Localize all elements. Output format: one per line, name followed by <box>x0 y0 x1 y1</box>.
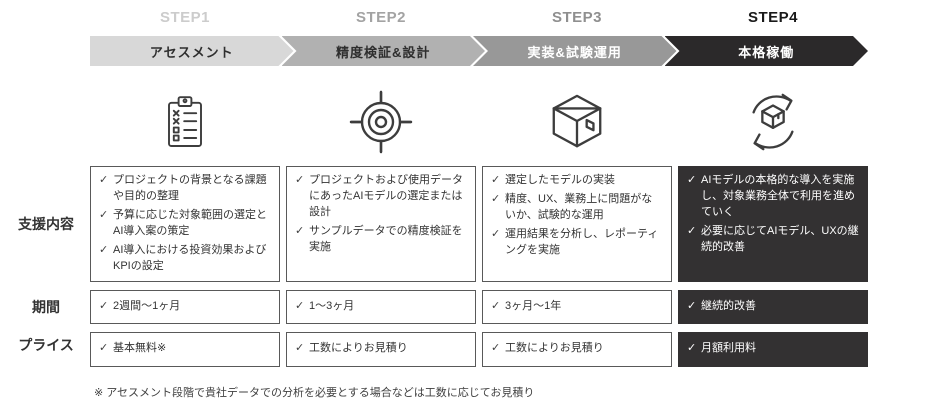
check-icon: ✓ <box>295 174 305 186</box>
chevron-step1: アセスメント <box>90 36 294 66</box>
step-label-1: STEP1 <box>159 8 211 26</box>
price-box-step1: ✓基本無料※ <box>90 331 280 367</box>
support-item: ✓選定したモデルの実装 <box>491 173 663 189</box>
price-box-step4: ✓月額利用料 <box>678 331 868 367</box>
process-table: STEP1 STEP2 STEP3 STEP4 アセスメント 精度検証&設計 実… <box>0 4 868 400</box>
chevron-label: アセスメント <box>149 44 234 60</box>
period-item: ✓2週間～1ヶ月 <box>99 299 180 315</box>
check-icon: ✓ <box>687 174 697 186</box>
period-item: ✓1～3ヶ月 <box>295 299 354 315</box>
period-box-step4: ✓継続的改善 <box>678 289 868 324</box>
chevron-step4: 本格稼働 <box>665 36 869 66</box>
chevron-step2: 精度検証&設計 <box>282 36 486 66</box>
support-item: ✓プロジェクトの背景となる課題や目的の整理 <box>99 173 271 205</box>
row-label-price: プライス <box>18 337 74 354</box>
icon-cell-step1 <box>90 78 280 166</box>
check-icon: ✓ <box>687 299 697 312</box>
spacer <box>0 367 84 400</box>
row-label-period: 期間 <box>32 298 60 315</box>
price-box-step2: ✓工数によりお見積り <box>286 331 476 367</box>
price-item: ✓月額利用料 <box>687 341 756 357</box>
row-label-support: 支援内容 <box>18 215 74 232</box>
icon-cell-step2 <box>286 78 476 166</box>
step-label-4: STEP4 <box>747 8 799 26</box>
period-item: ✓3ヶ月～1年 <box>491 299 561 315</box>
support-item: ✓AIモデルの本格的な導入を実施し、対象業務全体で利用を進めていく <box>687 173 859 221</box>
package-box-icon <box>552 94 602 148</box>
check-icon: ✓ <box>491 227 501 240</box>
icon-cell-step3 <box>482 78 672 166</box>
check-icon: ✓ <box>295 224 305 237</box>
check-icon: ✓ <box>99 174 109 186</box>
check-icon: ✓ <box>491 192 501 205</box>
step-label-2: STEP2 <box>355 8 407 26</box>
price-item: ✓工数によりお見積り <box>491 341 604 357</box>
spacer <box>0 78 84 166</box>
period-box-step1: ✓2週間～1ヶ月 <box>90 289 280 324</box>
period-box-step3: ✓3ヶ月～1年 <box>482 289 672 324</box>
check-icon: ✓ <box>99 342 109 355</box>
check-icon: ✓ <box>491 299 501 312</box>
support-item: ✓サンプルデータでの精度検証を実施 <box>295 224 467 256</box>
check-icon: ✓ <box>687 342 697 355</box>
clipboard-checklist-icon <box>168 96 202 147</box>
support-item: ✓精度、UX、業務上に問題がないか、試験的な運用 <box>491 192 663 224</box>
support-item: ✓プロジェクトおよび使用データにあったAIモデルの選定または設計 <box>295 173 467 221</box>
spacer <box>0 4 84 30</box>
price-item: ✓基本無料※ <box>99 341 166 357</box>
step-label-3: STEP3 <box>551 8 603 26</box>
support-box-step4: ✓AIモデルの本格的な導入を実施し、対象業務全体で利用を進めていく ✓必要に応じ… <box>678 166 868 282</box>
check-icon: ✓ <box>491 174 501 186</box>
check-icon: ✓ <box>99 299 109 312</box>
target-icon <box>349 90 413 154</box>
cycle-box-icon <box>752 93 794 151</box>
price-box-step3: ✓工数によりお見積り <box>482 331 672 367</box>
check-icon: ✓ <box>99 208 109 221</box>
price-item: ✓工数によりお見積り <box>295 341 408 357</box>
check-icon: ✓ <box>99 243 109 256</box>
check-icon: ✓ <box>295 299 305 312</box>
period-box-step2: ✓1～3ヶ月 <box>286 289 476 324</box>
chevron-label: 本格稼働 <box>738 44 795 60</box>
phase-chevron-band: アセスメント 精度検証&設計 実装&試験運用 本格稼働 <box>90 36 868 66</box>
chevron-label: 精度検証&設計 <box>336 44 431 60</box>
icon-cell-step4 <box>678 78 868 166</box>
support-item: ✓運用結果を分析し、レポーティングを実施 <box>491 227 663 259</box>
footnote: ※ アセスメント段階で貴社データでの分析を必要とする場合などは工数に応じてお見積… <box>94 386 535 399</box>
check-icon: ✓ <box>687 224 697 237</box>
spacer <box>0 30 84 78</box>
support-box-step3: ✓選定したモデルの実装 ✓精度、UX、業務上に問題がないか、試験的な運用 ✓運用… <box>482 166 672 282</box>
support-item: ✓予算に応じた対象範囲の選定とAI導入案の策定 <box>99 208 271 240</box>
chevron-label: 実装&試験運用 <box>527 44 622 60</box>
period-item: ✓継続的改善 <box>687 299 756 315</box>
support-item: ✓AI導入における投資効果およびKPIの設定 <box>99 243 271 275</box>
check-icon: ✓ <box>295 342 305 355</box>
chevron-step3: 実装&試験運用 <box>473 36 677 66</box>
check-icon: ✓ <box>491 342 501 355</box>
support-box-step1: ✓プロジェクトの背景となる課題や目的の整理 ✓予算に応じた対象範囲の選定とAI導… <box>90 166 280 282</box>
support-item: ✓必要に応じてAIモデル、UXの継続的改善 <box>687 224 859 256</box>
support-box-step2: ✓プロジェクトおよび使用データにあったAIモデルの選定または設計 ✓サンプルデー… <box>286 166 476 282</box>
